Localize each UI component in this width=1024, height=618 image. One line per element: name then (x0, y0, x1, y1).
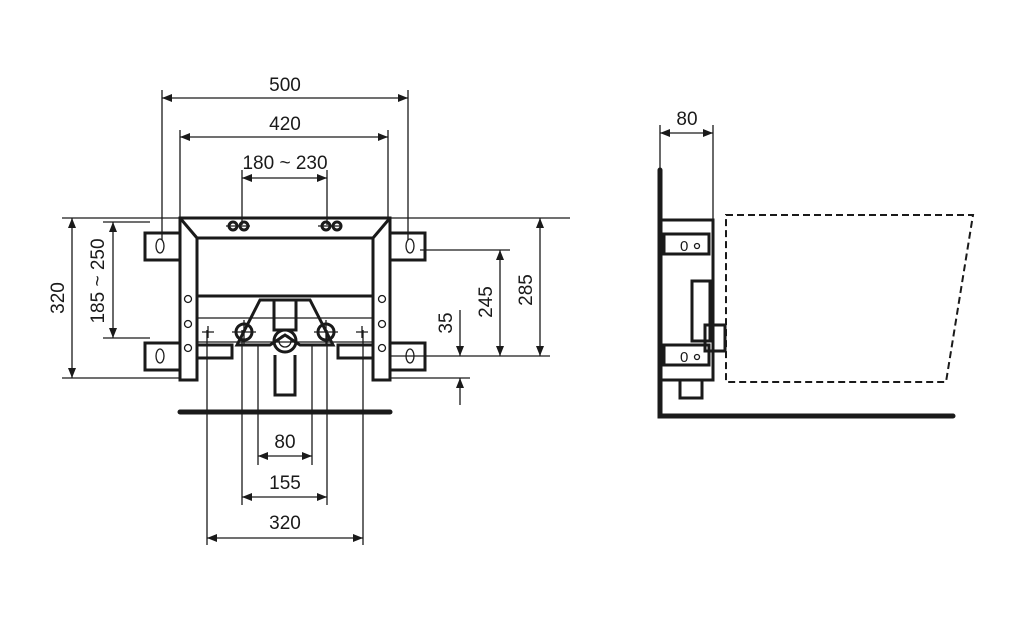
dim-overall-width: 500 (269, 75, 301, 96)
dim-top-connection-range: 180 ~ 230 (242, 153, 327, 174)
dim-bottom-80: 80 (274, 432, 295, 453)
side-view: 80 0 0 (657, 109, 975, 419)
lower-bracket (662, 343, 711, 367)
flush-connector (703, 323, 727, 353)
dim-depth: 80 (676, 109, 697, 130)
upper-bracket (662, 232, 711, 256)
toilet-bowl-outline (725, 214, 975, 383)
dim-height-285: 285 (516, 274, 537, 306)
extension-lines (62, 90, 570, 545)
dim-height-245: 245 (476, 286, 497, 318)
dim-bottom-155: 155 (269, 473, 301, 494)
wall-brackets (143, 231, 427, 372)
dim-bottom-320: 320 (269, 513, 301, 534)
installation-frame (178, 216, 392, 397)
bracket-hole-label-upper: 0 (680, 238, 688, 255)
dim-overall-height: 320 (48, 282, 69, 314)
dim-height-35: 35 (436, 312, 457, 333)
dimension-lines (68, 94, 544, 542)
dim-bracket-spacing: 185 ~ 250 (88, 238, 109, 323)
front-view: 500 420 180 ~ 230 320 185 ~ 250 285 245 … (48, 75, 570, 545)
bracket-hole-label-lower: 0 (680, 349, 688, 366)
dim-frame-width: 420 (269, 114, 301, 135)
